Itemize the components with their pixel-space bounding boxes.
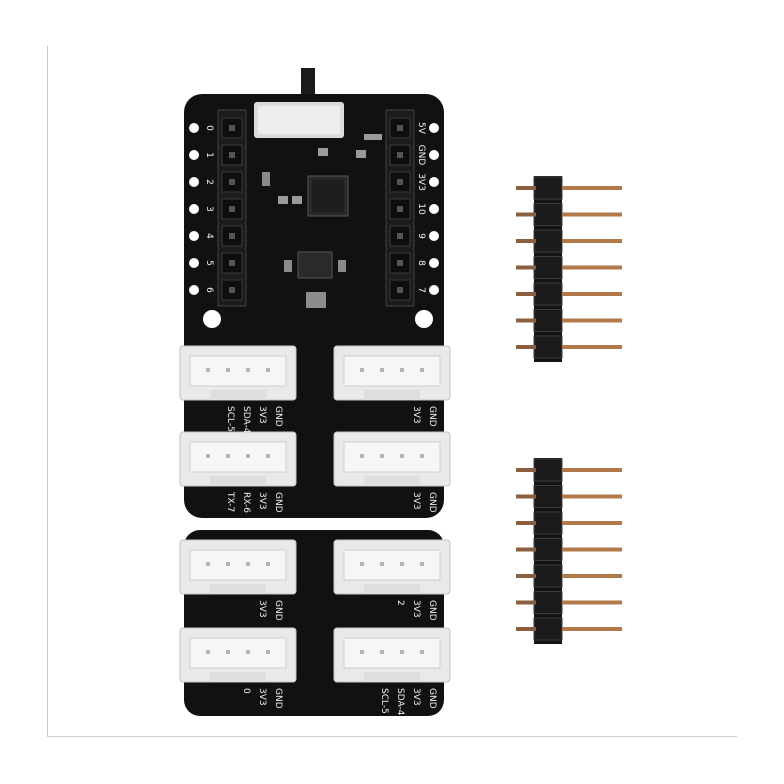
pin bbox=[516, 292, 536, 296]
side-pad bbox=[189, 150, 199, 160]
pin bbox=[562, 239, 622, 243]
pin bbox=[516, 468, 536, 472]
grove-pin-label: SCL-5 bbox=[379, 688, 389, 714]
side-pad bbox=[189, 177, 199, 187]
grove-pin-label: 3V3 bbox=[257, 492, 267, 510]
grove-pin-label: 2 bbox=[395, 600, 405, 606]
pin bbox=[516, 239, 536, 243]
side-pad bbox=[429, 258, 439, 268]
pin bbox=[562, 265, 622, 270]
pin-label: 7 bbox=[416, 287, 426, 293]
pin bbox=[562, 345, 622, 349]
pin bbox=[516, 494, 536, 499]
grove-pin-label: GND bbox=[427, 600, 437, 621]
grove-pin-label: GND bbox=[273, 406, 283, 427]
pin-label: 0 bbox=[204, 125, 214, 131]
pin bbox=[562, 468, 622, 472]
grove-pin-label: SDA-4 bbox=[395, 688, 405, 716]
grove-connector bbox=[179, 345, 297, 401]
pin bbox=[562, 212, 622, 217]
pin-label: 3 bbox=[204, 206, 214, 212]
grove-connector bbox=[179, 431, 297, 487]
side-pad bbox=[189, 285, 199, 295]
pin bbox=[562, 574, 622, 578]
grove-pin-label: 3V3 bbox=[411, 406, 421, 424]
grove-pin-label: 3V3 bbox=[257, 600, 267, 618]
pin bbox=[516, 600, 536, 605]
pin-label: 9 bbox=[416, 233, 426, 239]
side-pad bbox=[429, 231, 439, 241]
capacitor bbox=[306, 292, 326, 308]
grove-pin-label: GND bbox=[273, 492, 283, 513]
breakaway-holes bbox=[232, 520, 404, 528]
loose-pin-header bbox=[516, 458, 622, 644]
grove-pin-label: RX-6 bbox=[241, 492, 251, 513]
pin bbox=[562, 627, 622, 631]
grove-pin-label: SCL-5 bbox=[225, 406, 235, 432]
grove-pin-label: GND bbox=[427, 406, 437, 427]
pin bbox=[516, 212, 536, 217]
pin-label: 6 bbox=[204, 287, 214, 293]
pin bbox=[562, 186, 622, 190]
regulator bbox=[297, 251, 333, 279]
grove-connector bbox=[333, 345, 451, 401]
grove-pin-label: TX-7 bbox=[225, 491, 235, 512]
pin bbox=[516, 547, 536, 552]
pin-label: 8 bbox=[416, 260, 426, 266]
pin bbox=[516, 574, 536, 578]
grove-pin-label: 3V3 bbox=[257, 688, 267, 706]
grove-pin-label: GND bbox=[427, 492, 437, 513]
pin bbox=[516, 186, 536, 190]
grove-connector bbox=[333, 627, 451, 683]
pin bbox=[516, 265, 536, 270]
pin-label: 5 bbox=[204, 260, 214, 266]
pin-label: 3V3 bbox=[416, 173, 426, 191]
pin-label: 1 bbox=[204, 152, 214, 158]
pin bbox=[516, 627, 536, 631]
pin bbox=[516, 345, 536, 349]
switch-knob bbox=[301, 68, 315, 102]
side-pad bbox=[189, 123, 199, 133]
pin bbox=[516, 318, 536, 323]
pin bbox=[562, 292, 622, 296]
mount-hole bbox=[203, 310, 221, 328]
side-pad bbox=[429, 204, 439, 214]
pin-label: 4 bbox=[204, 233, 214, 239]
pin bbox=[562, 318, 622, 323]
frame-line-bottom bbox=[47, 736, 737, 737]
grove-connector bbox=[333, 431, 451, 487]
side-pad bbox=[429, 285, 439, 295]
pin bbox=[562, 547, 622, 552]
pin bbox=[516, 521, 536, 525]
grove-connector bbox=[179, 627, 297, 683]
grove-pin-label: GND bbox=[273, 688, 283, 709]
grove-pin-label: SDA-4 bbox=[241, 406, 251, 434]
side-pad bbox=[429, 150, 439, 160]
side-pad bbox=[429, 177, 439, 187]
frame-line-left bbox=[47, 46, 48, 736]
grove-pin-label: 3V3 bbox=[411, 688, 421, 706]
pin-label: 2 bbox=[204, 179, 214, 185]
grove-connector bbox=[179, 539, 297, 595]
grove-pin-label: 0 bbox=[241, 688, 251, 694]
grove-pin-label: 3V3 bbox=[257, 406, 267, 424]
side-pad bbox=[429, 123, 439, 133]
side-pad bbox=[189, 258, 199, 268]
grove-pin-label: GND bbox=[273, 600, 283, 621]
grove-pin-label: GND bbox=[427, 688, 437, 709]
mount-hole bbox=[415, 310, 433, 328]
pin-label: 5V bbox=[416, 122, 426, 135]
grove-pin-label: 3V3 bbox=[411, 600, 421, 618]
pin bbox=[562, 494, 622, 499]
side-pad bbox=[189, 204, 199, 214]
grove-pin-label: 3V3 bbox=[411, 492, 421, 510]
pin-label: GND bbox=[416, 145, 426, 166]
pin bbox=[562, 600, 622, 605]
pin-label: 10 bbox=[416, 203, 426, 215]
loose-pin-header bbox=[516, 176, 622, 362]
side-pad bbox=[189, 231, 199, 241]
grove-connector bbox=[333, 539, 451, 595]
pin bbox=[562, 521, 622, 525]
